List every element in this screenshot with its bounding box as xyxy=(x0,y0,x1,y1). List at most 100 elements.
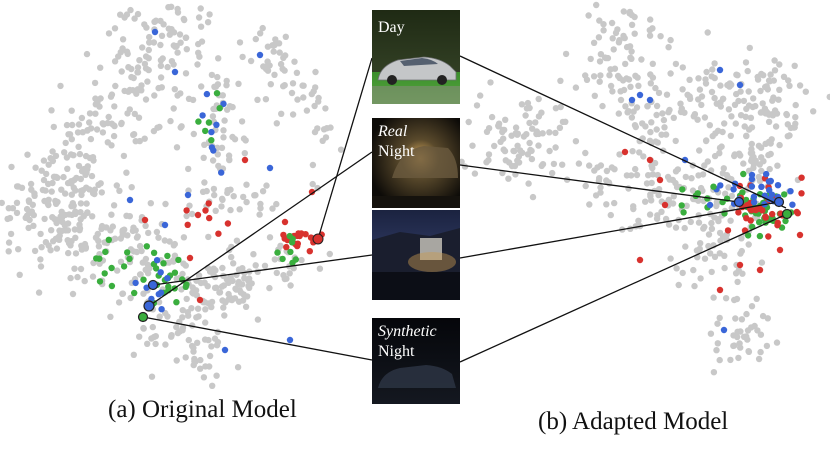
background-point xyxy=(559,161,566,168)
background-point xyxy=(199,188,207,195)
background-point xyxy=(771,57,778,64)
background-point xyxy=(69,290,77,298)
background-point xyxy=(783,111,791,119)
background-point xyxy=(51,173,58,181)
background-point xyxy=(662,131,670,138)
background-point xyxy=(648,179,655,187)
background-point xyxy=(526,104,533,112)
synthetic-night-point xyxy=(781,191,788,198)
background-point xyxy=(630,203,637,210)
background-point xyxy=(165,25,172,32)
background-point xyxy=(471,170,479,177)
background-point xyxy=(614,26,621,33)
background-point xyxy=(173,144,181,151)
background-point xyxy=(703,68,710,76)
highlighted-points xyxy=(137,196,793,323)
background-point xyxy=(230,193,237,200)
background-point xyxy=(83,50,91,58)
background-point xyxy=(278,110,285,118)
real-night-point xyxy=(724,227,732,234)
background-point xyxy=(43,170,50,178)
thumbnail-real-night: Real Night xyxy=(372,118,460,208)
day-point xyxy=(750,193,758,200)
real-night-point xyxy=(762,213,769,220)
background-point xyxy=(254,268,261,275)
background-point xyxy=(218,203,225,210)
synthetic-night-point xyxy=(289,259,296,266)
background-point xyxy=(138,247,145,255)
highlight-realnight2-left xyxy=(147,279,159,291)
background-point xyxy=(632,165,639,173)
background-point xyxy=(647,191,654,198)
background-point xyxy=(669,200,677,207)
background-point xyxy=(166,238,173,245)
background-point xyxy=(620,86,628,94)
background-point xyxy=(511,147,518,155)
background-point xyxy=(252,35,259,43)
background-point xyxy=(79,129,87,136)
real-night-point xyxy=(281,218,289,226)
background-point xyxy=(587,55,594,63)
background-point xyxy=(254,96,261,104)
background-point xyxy=(603,167,611,175)
synthetic-night-point xyxy=(782,217,789,225)
background-point xyxy=(672,224,680,231)
background-point xyxy=(185,312,192,319)
background-point xyxy=(227,206,234,214)
background-point xyxy=(233,237,241,244)
background-point xyxy=(763,83,770,90)
background-point xyxy=(139,44,146,51)
day-point xyxy=(203,90,211,98)
background-point xyxy=(689,187,697,194)
background-point xyxy=(124,50,131,58)
background-point xyxy=(24,151,31,158)
background-point xyxy=(226,156,233,164)
background-point xyxy=(177,90,184,97)
background-point xyxy=(669,176,676,184)
background-point xyxy=(316,265,324,272)
background-point xyxy=(264,43,272,50)
background-point xyxy=(635,82,642,90)
background-point xyxy=(477,92,484,99)
background-point xyxy=(750,164,757,172)
background-point xyxy=(240,193,247,201)
synthetic-night-point xyxy=(756,219,763,226)
background-point xyxy=(220,127,227,134)
background-point xyxy=(326,250,333,258)
background-point xyxy=(197,356,204,364)
background-point xyxy=(108,120,116,127)
background-point xyxy=(679,269,686,277)
background-point xyxy=(620,8,627,15)
day-point xyxy=(256,51,264,59)
background-point xyxy=(134,64,142,71)
background-point xyxy=(785,77,792,84)
background-point xyxy=(220,282,228,289)
background-point xyxy=(737,152,744,159)
background-point xyxy=(524,99,532,107)
background-point xyxy=(622,60,629,68)
background-point xyxy=(687,218,694,226)
background-point xyxy=(179,307,186,314)
synthetic-night-point xyxy=(173,299,180,306)
background-point xyxy=(50,238,57,245)
background-point xyxy=(658,208,665,215)
background-point xyxy=(119,228,126,236)
background-point xyxy=(639,120,646,127)
background-point xyxy=(139,259,146,266)
background-point xyxy=(228,253,235,261)
background-point xyxy=(748,124,756,131)
background-point xyxy=(77,209,84,216)
background-point xyxy=(128,184,135,191)
thumbnail-real-night-label-2: Night xyxy=(378,143,415,160)
background-point xyxy=(97,180,104,187)
background-point xyxy=(683,202,690,209)
background-point xyxy=(675,281,682,289)
background-point xyxy=(204,283,211,290)
background-point xyxy=(83,184,90,191)
day-point xyxy=(758,183,765,190)
background-point xyxy=(94,98,101,106)
background-point xyxy=(582,182,589,190)
background-point xyxy=(50,123,57,131)
background-point xyxy=(146,39,153,46)
background-point xyxy=(230,260,237,267)
